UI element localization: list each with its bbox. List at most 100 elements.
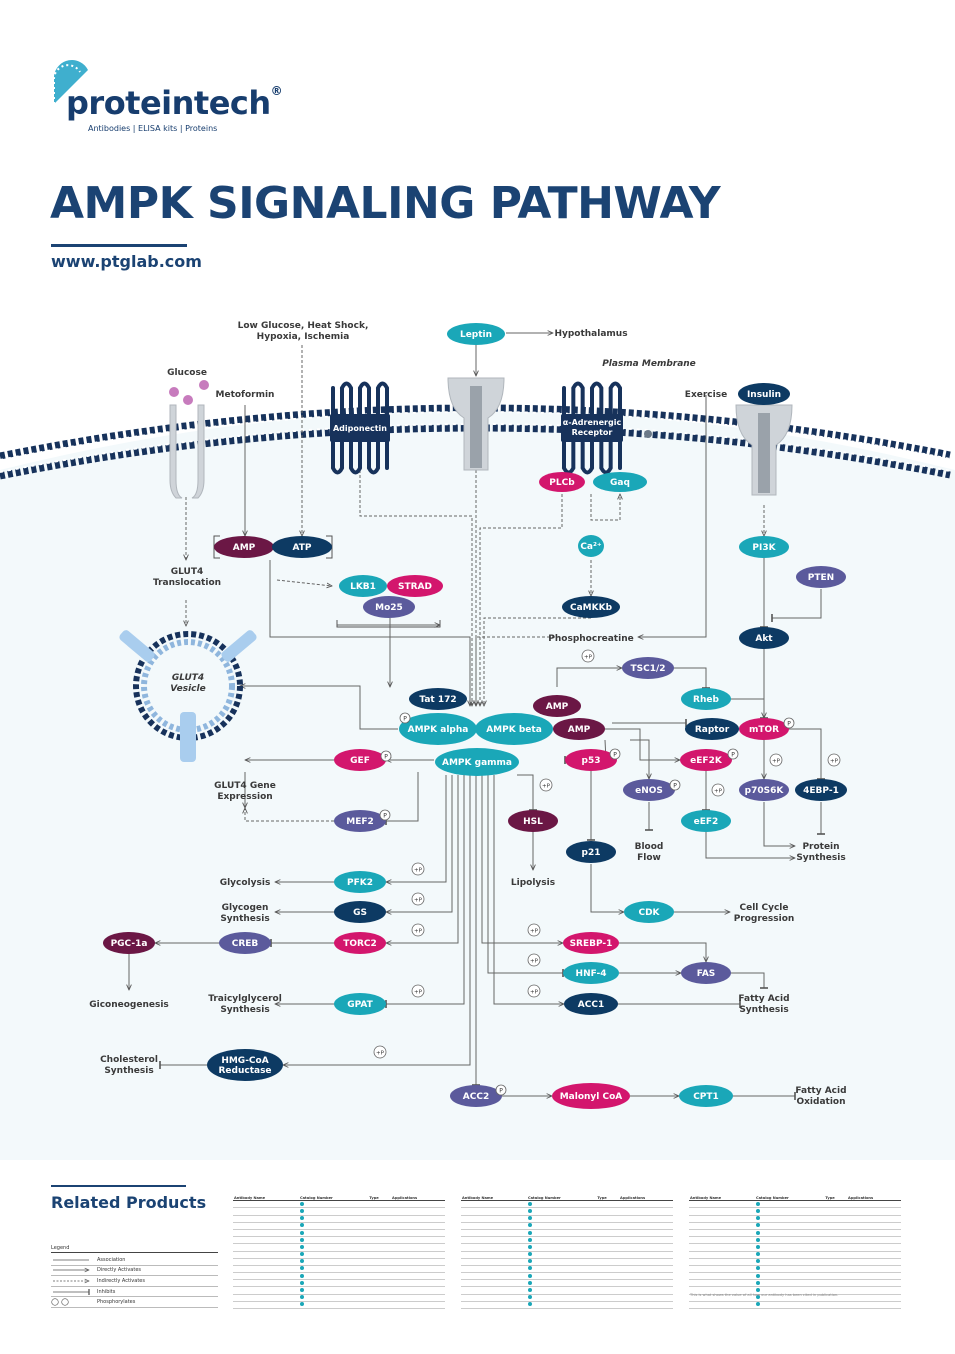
table-row[interactable] (461, 1229, 673, 1238)
node-hsl[interactable]: HSL (508, 810, 558, 832)
table-row[interactable] (689, 1243, 901, 1252)
table-row[interactable] (461, 1301, 673, 1310)
table-row[interactable] (689, 1279, 901, 1288)
table-row[interactable] (689, 1301, 901, 1310)
node-label: ACC2 (463, 1092, 489, 1102)
table-row[interactable] (461, 1279, 673, 1288)
node-pi3k[interactable]: PI3K (739, 536, 789, 558)
table-row[interactable] (233, 1265, 445, 1274)
table-row[interactable] (689, 1265, 901, 1274)
node-gs[interactable]: GS (334, 901, 386, 923)
node-mo25[interactable]: Mo25 (363, 596, 415, 618)
node-rheb[interactable]: Rheb (681, 688, 731, 710)
table-row[interactable] (233, 1294, 445, 1302)
table-row[interactable] (461, 1272, 673, 1281)
node-acc1[interactable]: ACC1 (564, 993, 618, 1015)
table-row[interactable] (233, 1236, 445, 1245)
table-row[interactable] (233, 1229, 445, 1238)
table-row[interactable] (461, 1222, 673, 1230)
table-row[interactable] (461, 1258, 673, 1266)
node-mef2[interactable]: MEF2 (334, 810, 386, 832)
node-ca[interactable]: Ca²⁺ (578, 535, 604, 557)
node-atp[interactable]: ATP (272, 536, 332, 558)
table-row[interactable] (233, 1207, 445, 1216)
table-row[interactable] (233, 1243, 445, 1252)
table-row[interactable] (461, 1215, 673, 1223)
table-row[interactable] (233, 1301, 445, 1310)
table-row[interactable] (233, 1251, 445, 1259)
node-leptin[interactable]: Leptin (447, 323, 505, 345)
node-insulin[interactable]: Insulin (738, 383, 790, 405)
node-gef[interactable]: GEF (334, 749, 386, 771)
table-row[interactable] (689, 1258, 901, 1266)
table-row[interactable] (233, 1286, 445, 1295)
node-pten[interactable]: PTEN (796, 566, 846, 588)
node-cdk[interactable]: CDK (624, 901, 674, 923)
node-enos[interactable]: eNOS (623, 779, 675, 801)
node-plcb[interactable]: PLCb (539, 472, 585, 492)
table-row[interactable] (689, 1215, 901, 1223)
node-amp1[interactable]: AMP (214, 536, 274, 558)
table-row[interactable] (461, 1251, 673, 1259)
table-row[interactable] (689, 1200, 901, 1209)
table-cell (233, 1258, 299, 1266)
node-fas[interactable]: FAS (681, 962, 731, 984)
node-tat172[interactable]: Tat 172 (409, 688, 467, 710)
table-row[interactable] (461, 1243, 673, 1252)
node-p21[interactable]: p21 (566, 841, 616, 863)
node-mtor[interactable]: mTOR (739, 718, 789, 740)
node-lkb1[interactable]: LKB1 (339, 575, 387, 597)
node-cpt1[interactable]: CPT1 (679, 1085, 733, 1107)
table-row[interactable] (689, 1294, 901, 1302)
node-p53[interactable]: p53 (565, 749, 617, 771)
node-acc2[interactable]: ACC2 (450, 1085, 502, 1107)
table-row[interactable] (689, 1251, 901, 1259)
table-row[interactable] (689, 1207, 901, 1216)
node-torc2[interactable]: TORC2 (334, 932, 386, 954)
table-row[interactable] (689, 1229, 901, 1238)
node-label: CPT1 (693, 1092, 719, 1102)
node-malonyl[interactable]: Malonyl CoA (552, 1083, 630, 1109)
table-row[interactable] (461, 1294, 673, 1302)
node-eef2[interactable]: eEF2 (681, 810, 731, 832)
table-row[interactable] (461, 1236, 673, 1245)
node-creb[interactable]: CREB (219, 932, 271, 954)
node-ampk_beta[interactable]: AMPK beta (475, 713, 553, 745)
node-gaq[interactable]: Gaq (593, 472, 647, 492)
table-row[interactable] (233, 1215, 445, 1223)
node-amp3[interactable]: AMP (553, 718, 605, 740)
node-p70s6k[interactable]: p70S6K (739, 779, 789, 801)
node-amp2[interactable]: AMP (533, 695, 581, 717)
node-shape (334, 871, 386, 893)
node-pfk2[interactable]: PFK2 (334, 871, 386, 893)
table-row[interactable] (233, 1279, 445, 1288)
node-ampk_alpha[interactable]: AMPK alpha (399, 713, 477, 745)
node-ampk_gamma[interactable]: AMPK gamma (435, 748, 519, 776)
table-row[interactable] (689, 1222, 901, 1230)
table-row[interactable] (233, 1272, 445, 1281)
table-row[interactable] (461, 1286, 673, 1295)
table-row[interactable] (689, 1236, 901, 1245)
table-row[interactable] (461, 1265, 673, 1274)
node-srebp1[interactable]: SREBP-1 (563, 932, 619, 954)
node-camkkb[interactable]: CaMKKb (562, 596, 620, 618)
table-row[interactable] (461, 1207, 673, 1216)
node-gpat[interactable]: GPAT (334, 993, 386, 1015)
node-eef2k[interactable]: eEF2K (680, 749, 732, 771)
node-akt[interactable]: Akt (739, 627, 789, 649)
website-link[interactable]: www.ptglab.com (51, 252, 202, 271)
node-4ebp1[interactable]: 4EBP-1 (795, 779, 847, 801)
table-row[interactable] (689, 1286, 901, 1295)
table-row[interactable] (461, 1200, 673, 1209)
table-row[interactable] (233, 1258, 445, 1266)
label-lipolysis: Lipolysis (511, 878, 555, 888)
node-tsc[interactable]: TSC1/2 (622, 657, 674, 679)
node-strad[interactable]: STRAD (387, 575, 443, 597)
node-pgc1a[interactable]: PGC-1a (103, 932, 155, 954)
node-raptor[interactable]: Raptor (685, 718, 739, 740)
table-row[interactable] (233, 1200, 445, 1209)
table-row[interactable] (233, 1222, 445, 1230)
table-row[interactable] (689, 1272, 901, 1281)
node-hnf4[interactable]: HNF-4 (563, 962, 619, 984)
